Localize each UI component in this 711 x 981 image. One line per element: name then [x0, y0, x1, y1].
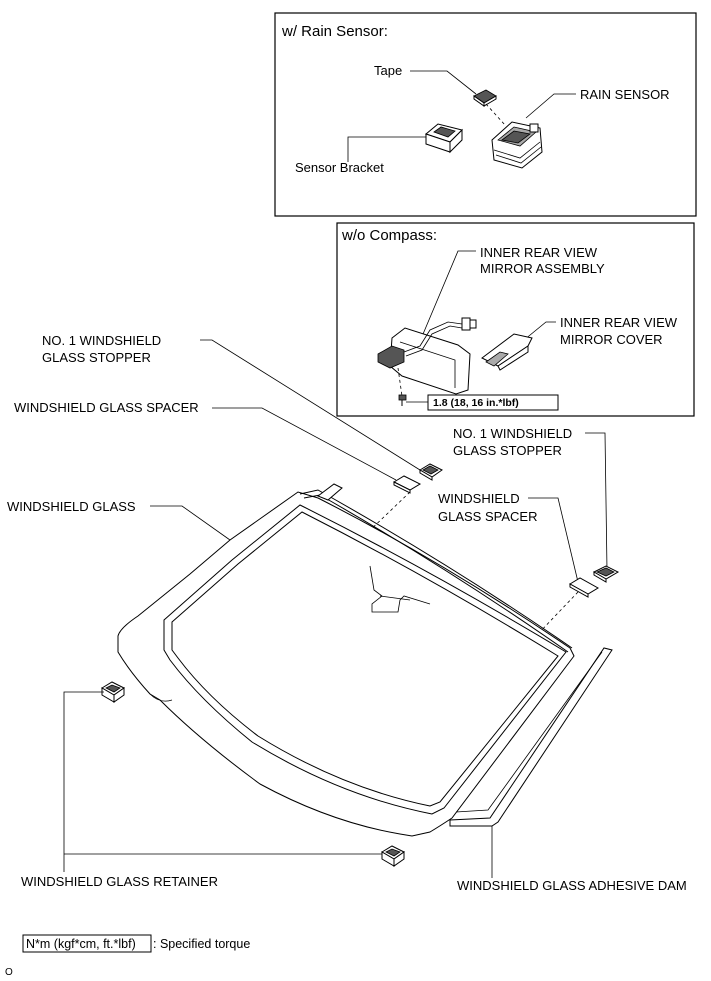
rain-sensor-inset-title: w/ Rain Sensor:: [281, 23, 388, 40]
windshield-glass-label: WINDSHIELD GLASS: [7, 499, 136, 514]
tape-label: Tape: [374, 63, 402, 78]
mirror-cover-label-line2: MIRROR COVER: [560, 332, 663, 347]
compass-inset-title: w/o Compass:: [341, 227, 437, 244]
spacer-left-label: WINDSHIELD GLASS SPACER: [14, 400, 199, 415]
legend-description: : Specified torque: [153, 937, 250, 951]
stopper-right-label-line1: NO. 1 WINDSHIELD: [453, 426, 572, 441]
sensor-bracket-part: [424, 123, 463, 154]
adhesive-dam-label: WINDSHIELD GLASS ADHESIVE DAM: [457, 878, 687, 893]
mirror-bolt-part: [398, 394, 407, 406]
rain-sensor-inset-frame: [274, 12, 697, 217]
torque-legend: N*m (kgf*cm, ft.*lbf) : Specified torque: [22, 934, 250, 953]
mirror-cover-part: [481, 333, 533, 371]
windshield-glass-part: [117, 483, 575, 837]
stopper-right-label-line2: GLASS STOPPER: [453, 443, 562, 458]
stopper-left-label-line2: GLASS STOPPER: [42, 350, 151, 365]
mirror-assembly-label-line1: INNER REAR VIEW: [480, 245, 598, 260]
rain-sensor-label: RAIN SENSOR: [580, 87, 670, 102]
rain-sensor-inset: w/ Rain Sensor: Tape RAIN SENSOR Sensor …: [274, 12, 697, 217]
right-glass-stopper-part: [592, 565, 620, 583]
footer-mark: O: [5, 967, 13, 978]
left-glass-spacer-part: [392, 475, 422, 494]
spacer-right-label-line2: GLASS SPACER: [438, 509, 537, 524]
mirror-assembly-label-line2: MIRROR ASSEMBLY: [480, 261, 605, 276]
adhesive-dam-part: [449, 647, 613, 827]
left-glass-stopper-part: [419, 463, 443, 481]
torque-value: 1.8 (18, 16 in.*lbf): [433, 397, 519, 409]
legend-box-text: N*m (kgf*cm, ft.*lbf): [26, 937, 136, 951]
compass-inset: w/o Compass: INNER REAR VIEW MIRROR ASSE…: [336, 222, 695, 417]
glass-retainer-label: WINDSHIELD GLASS RETAINER: [21, 874, 218, 889]
right-glass-spacer-part: [569, 577, 599, 598]
legend-box: [22, 934, 152, 953]
spacer-right-label-line1: WINDSHIELD: [438, 491, 520, 506]
tape-part: [473, 89, 497, 107]
glass-retainer-top-part: [101, 681, 125, 703]
glass-retainer-bottom-part: [381, 845, 405, 867]
mirror-cover-label-line1: INNER REAR VIEW: [560, 315, 678, 330]
stopper-left-label-line1: NO. 1 WINDSHIELD: [42, 333, 161, 348]
torque-box: [427, 394, 559, 411]
rain-sensor-part: [491, 121, 543, 169]
sensor-bracket-label: Sensor Bracket: [295, 160, 384, 175]
compass-inset-frame: [336, 222, 695, 417]
inner-rear-view-mirror-part: [377, 317, 477, 395]
